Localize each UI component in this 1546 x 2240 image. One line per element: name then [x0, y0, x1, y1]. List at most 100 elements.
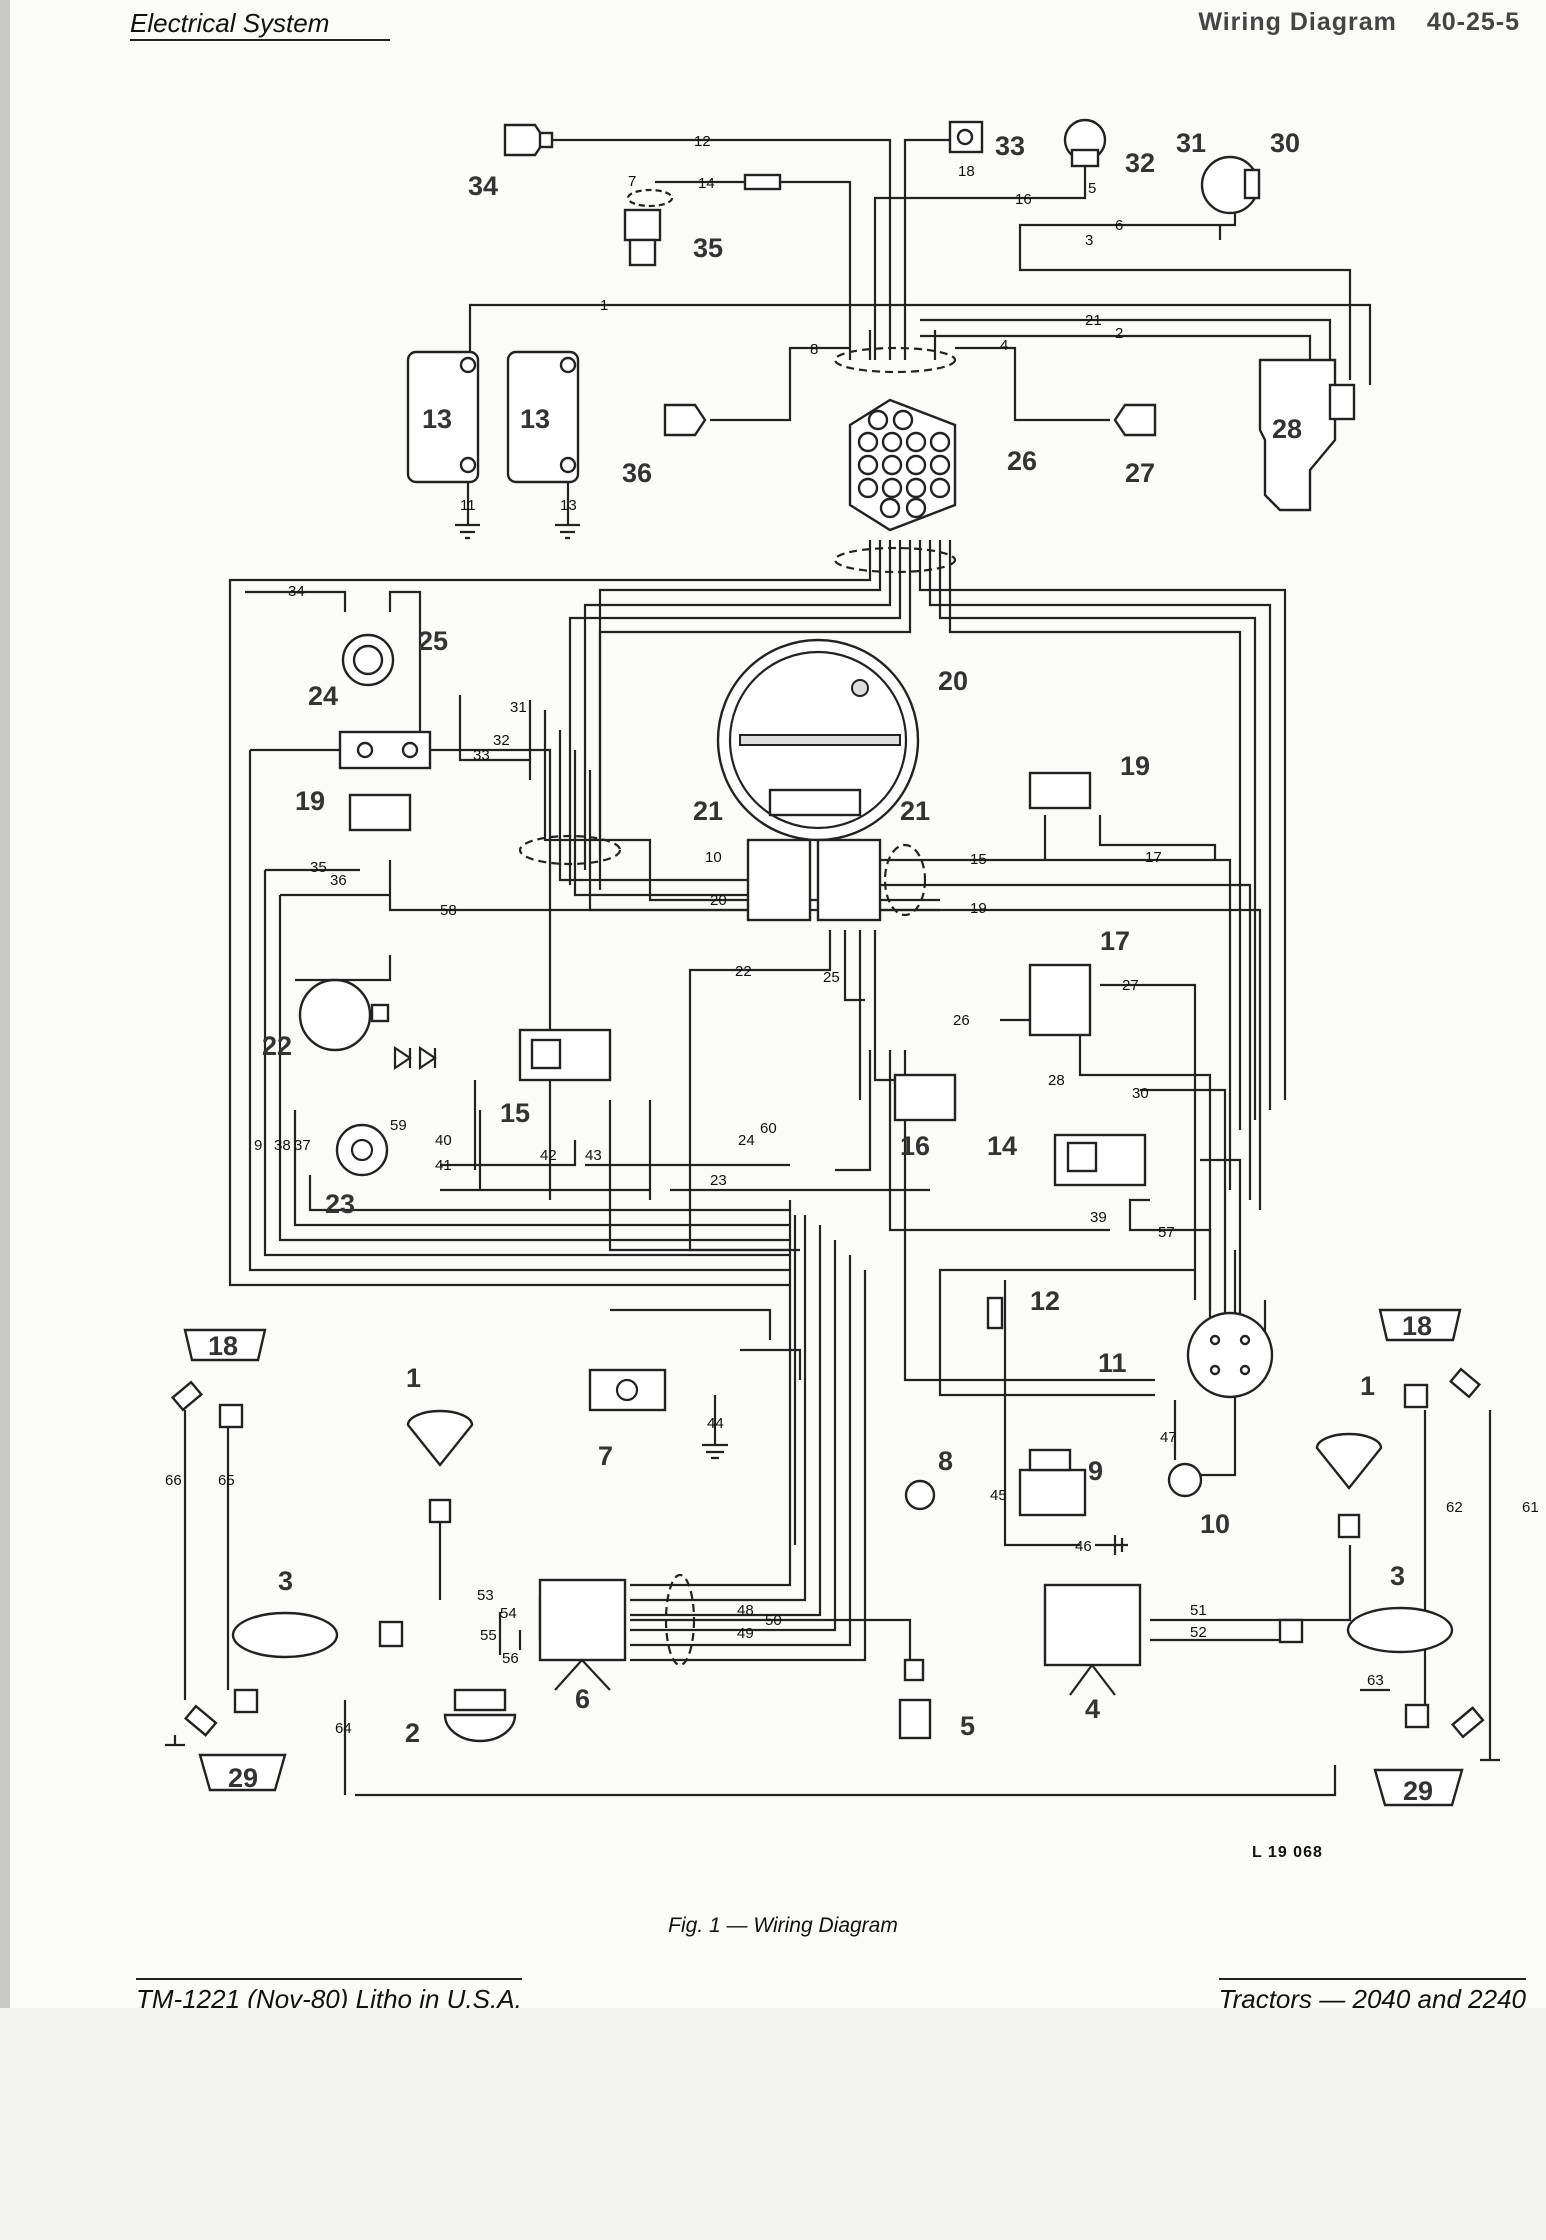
page-header: Wiring Diagram 40-25-5: [1198, 8, 1520, 37]
component-9-unit: [1018, 1448, 1128, 1555]
svg-text:56: 56: [502, 1650, 519, 1667]
label-1a: 1: [406, 1363, 421, 1393]
page-header-title: Wiring Diagram: [1198, 8, 1397, 36]
svg-text:47: 47: [1160, 1429, 1177, 1446]
component-28-coil: [1258, 358, 1356, 512]
svg-text:23: 23: [710, 1172, 727, 1189]
label-1b: 1: [1360, 1371, 1375, 1401]
label-5: 5: [960, 1711, 975, 1741]
svg-text:42: 42: [540, 1147, 557, 1164]
component-18-right-light: [1378, 1308, 1482, 1409]
page-number: 40-25-5: [1426, 8, 1520, 36]
label-14: 14: [987, 1131, 1017, 1161]
svg-text:19: 19: [970, 900, 987, 917]
svg-text:51: 51: [1190, 1602, 1207, 1619]
label-9: 9: [1088, 1456, 1103, 1486]
label-18b: 18: [1402, 1311, 1432, 1341]
component-1-left-lamp: [406, 1409, 474, 1524]
label-10: 10: [1200, 1509, 1230, 1539]
main-harness-wires: [228, 540, 1287, 1287]
label-32: 32: [1125, 148, 1155, 178]
svg-text:7: 7: [628, 173, 636, 190]
svg-text:58: 58: [440, 902, 457, 919]
component-3-right-lamp: [1278, 1606, 1454, 1654]
svg-text:39: 39: [1090, 1209, 1107, 1226]
svg-text:63: 63: [1367, 1672, 1384, 1689]
component-27-sender: [1113, 403, 1157, 437]
label-28: 28: [1272, 414, 1302, 444]
svg-text:65: 65: [218, 1472, 235, 1489]
svg-text:18: 18: [958, 163, 975, 180]
svg-text:45: 45: [990, 1487, 1007, 1504]
svg-text:60: 60: [760, 1120, 777, 1137]
manual-page: Electrical System Wiring Diagram 40-25-5: [0, 0, 1539, 2014]
label-18a: 18: [208, 1331, 238, 1361]
svg-text:24: 24: [738, 1132, 755, 1149]
label-25: 25: [418, 626, 448, 656]
component-2-lamp: [443, 1688, 517, 1743]
scan-background: [0, 2008, 1546, 2240]
label-33: 33: [995, 131, 1025, 161]
svg-text:30: 30: [1132, 1085, 1149, 1102]
svg-text:35: 35: [310, 859, 327, 876]
label-12: 12: [1030, 1286, 1060, 1316]
component-13-batteries: [406, 350, 580, 540]
svg-text:50: 50: [765, 1612, 782, 1629]
label-3b: 3: [1390, 1561, 1405, 1591]
svg-text:5: 5: [1088, 180, 1096, 197]
component-15-relay: [518, 1028, 612, 1082]
label-27: 27: [1125, 458, 1155, 488]
svg-text:66: 66: [165, 1472, 182, 1489]
svg-text:62: 62: [1446, 1499, 1463, 1516]
component-24-diode-block: [338, 730, 432, 770]
svg-text:21: 21: [1085, 312, 1102, 329]
svg-text:15: 15: [970, 851, 987, 868]
component-33-sensor: [948, 120, 984, 154]
svg-text:12: 12: [694, 133, 711, 150]
label-3a: 3: [278, 1566, 293, 1596]
label-15: 15: [500, 1098, 530, 1128]
component-12-fuse: [986, 1296, 1004, 1330]
svg-text:64: 64: [335, 1720, 352, 1737]
label-7: 7: [598, 1441, 613, 1471]
component-14-relay: [1053, 1133, 1147, 1187]
component-34-sender: [503, 123, 554, 157]
svg-text:48: 48: [737, 1602, 754, 1619]
label-31: 31: [1176, 128, 1206, 158]
svg-text:14: 14: [698, 175, 715, 192]
svg-text:41: 41: [435, 1157, 452, 1174]
wire-labels: 12 14 16 6 3 1 21 2 8 4 11 13 18 5 7 34 …: [165, 133, 1539, 1737]
component-6-connector: [538, 1578, 627, 1691]
svg-text:54: 54: [500, 1605, 517, 1622]
label-21a: 21: [693, 796, 723, 826]
component-5-sender: [898, 1658, 932, 1740]
component-17-switch: [1028, 963, 1092, 1037]
component-29-right-light: [1373, 1703, 1500, 1807]
dash-wires: [440, 815, 1267, 1547]
component-25-buzzer: [341, 633, 395, 687]
component-11-key-switch: [1186, 1311, 1274, 1399]
svg-text:52: 52: [1190, 1624, 1207, 1641]
component-23-switch: [335, 1123, 389, 1177]
svg-text:28: 28: [1048, 1072, 1065, 1089]
svg-text:10: 10: [705, 849, 722, 866]
svg-text:59: 59: [390, 1117, 407, 1134]
figure-reference: L 19 068: [1252, 1844, 1323, 1861]
svg-text:16: 16: [1015, 191, 1032, 208]
top-harness-wires: [468, 138, 1372, 574]
label-13b: 13: [520, 404, 550, 434]
component-32-horn: [1063, 118, 1107, 168]
label-11: 11: [1098, 1348, 1127, 1378]
svg-text:11: 11: [460, 497, 476, 514]
svg-text:61: 61: [1522, 1499, 1539, 1516]
component-35-switch: [623, 173, 782, 267]
component-18-left-light: [170, 1328, 267, 1429]
svg-text:38: 38: [274, 1137, 291, 1154]
svg-text:9: 9: [254, 1137, 262, 1154]
label-29a: 29: [228, 1763, 258, 1793]
label-36: 36: [622, 458, 652, 488]
component-3-left-lamp: [231, 1611, 404, 1659]
svg-text:55: 55: [480, 1627, 497, 1644]
label-21b: 21: [900, 796, 930, 826]
label-29b: 29: [1403, 1776, 1433, 1806]
